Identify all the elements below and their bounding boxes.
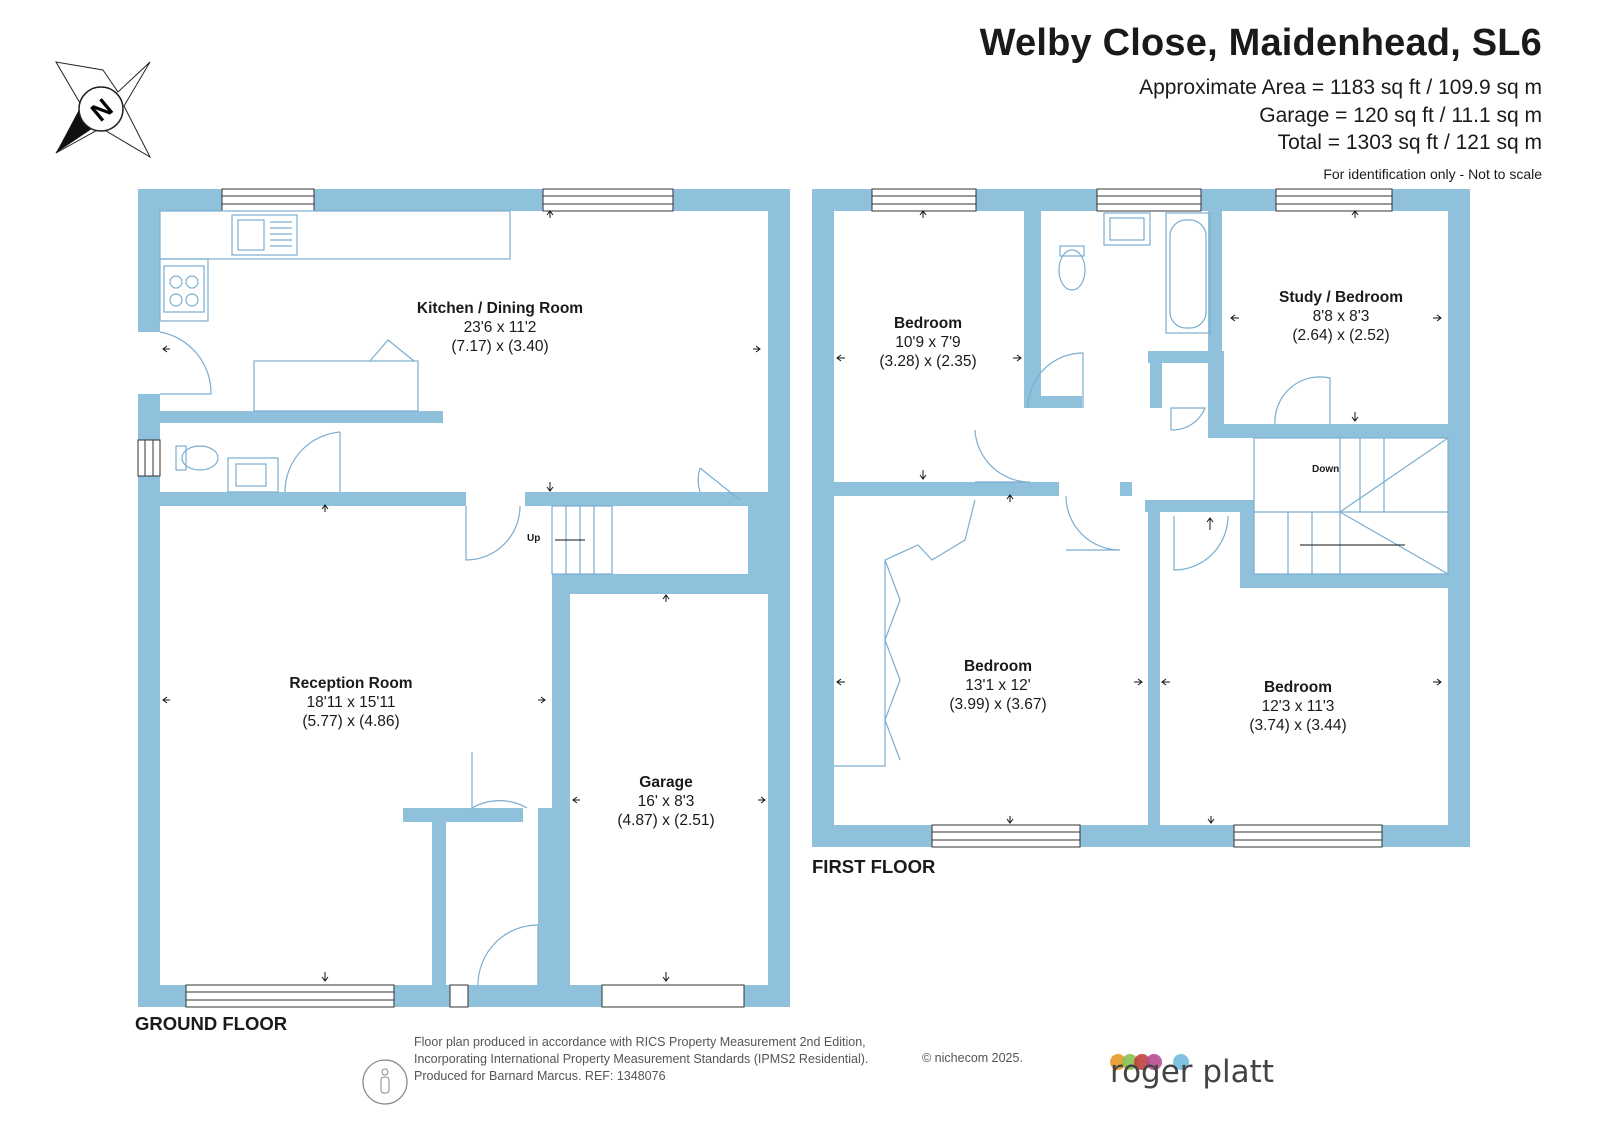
study-metric: (2.64) x (2.52): [1292, 327, 1389, 344]
ground-floor-windows: [137, 188, 745, 1008]
garage-area-text: Garage = 120 sq ft / 11.1 sq m: [1259, 104, 1542, 127]
reception-metric: (5.77) x (4.86): [302, 713, 399, 730]
room-study: Study / Bedroom 8'8 x 8'3 (2.64) x (2.52…: [1279, 289, 1403, 344]
kitchen-name: Kitchen / Dining Room: [417, 300, 583, 317]
first-floor-windows: [871, 188, 1393, 848]
scale-note: For identification only - Not to scale: [1323, 166, 1542, 182]
stairs-down-label: Down: [1312, 464, 1339, 475]
brand-name: roger platt: [1110, 1054, 1274, 1090]
room-garage: Garage 16' x 8'3 (4.87) x (2.51): [617, 774, 714, 829]
first-floor-walls: [812, 189, 1470, 847]
first-floor-label: FIRST FLOOR: [812, 856, 935, 877]
total-area-text: Total = 1303 sq ft / 121 sq m: [1277, 131, 1542, 154]
first-floor-arrows: [836, 210, 1442, 824]
ground-floor-arrows: [162, 210, 766, 982]
property-title: Welby Close, Maidenhead, SL6: [979, 22, 1542, 64]
compass-icon: N: [55, 61, 152, 159]
bedroom3-imperial: 12'3 x 11'3: [1262, 698, 1335, 715]
footer-line-1: Floor plan produced in accordance with R…: [414, 1035, 866, 1049]
kitchen-imperial: 23'6 x 11'2: [464, 319, 537, 336]
copyright-text: © nichecom 2025.: [922, 1051, 1023, 1065]
room-kitchen: Kitchen / Dining Room 23'6 x 11'2 (7.17)…: [417, 300, 583, 355]
reception-imperial: 18'11 x 15'11: [307, 694, 396, 711]
stairs-up-label: Up: [527, 533, 540, 544]
room-bedroom-1: Bedroom 10'9 x 7'9 (3.28) x (2.35): [879, 315, 976, 370]
ground-floor-fixtures: [138, 210, 741, 986]
study-name: Study / Bedroom: [1279, 289, 1403, 306]
ground-floor-label: GROUND FLOOR: [135, 1013, 287, 1034]
bedroom1-imperial: 10'9 x 7'9: [895, 334, 960, 351]
approx-area-text: Approximate Area = 1183 sq ft / 109.9 sq…: [1139, 76, 1542, 99]
footer-statement: Floor plan produced in accordance with R…: [414, 1034, 868, 1085]
brand-logo-dots: [1110, 1054, 1189, 1070]
footer-line-3: Produced for Barnard Marcus. REF: 134807…: [414, 1069, 666, 1083]
bedroom2-imperial: 13'1 x 12': [965, 677, 1030, 694]
bedroom2-metric: (3.99) x (3.67): [949, 696, 1046, 713]
study-imperial: 8'8 x 8'3: [1313, 308, 1370, 325]
garage-imperial: 16' x 8'3: [638, 793, 695, 810]
garage-metric: (4.87) x (2.51): [617, 812, 714, 829]
rics-person-icon: [362, 1059, 408, 1105]
reception-name: Reception Room: [289, 675, 412, 692]
room-reception: Reception Room 18'11 x 15'11 (5.77) x (4…: [289, 675, 412, 730]
bedroom1-name: Bedroom: [894, 315, 962, 332]
room-bedroom-2: Bedroom 13'1 x 12' (3.99) x (3.67): [949, 658, 1046, 713]
footer-line-2: Incorporating International Property Mea…: [414, 1052, 869, 1066]
room-bedroom-3: Bedroom 12'3 x 11'3 (3.74) x (3.44): [1249, 679, 1346, 734]
bedroom2-name: Bedroom: [964, 658, 1032, 675]
bedroom1-metric: (3.28) x (2.35): [879, 353, 976, 370]
garage-name: Garage: [639, 774, 693, 791]
bedroom3-name: Bedroom: [1264, 679, 1332, 696]
kitchen-metric: (7.17) x (3.40): [451, 338, 548, 355]
first-floor-fixtures: [834, 212, 1449, 767]
bedroom3-metric: (3.74) x (3.44): [1249, 717, 1346, 734]
